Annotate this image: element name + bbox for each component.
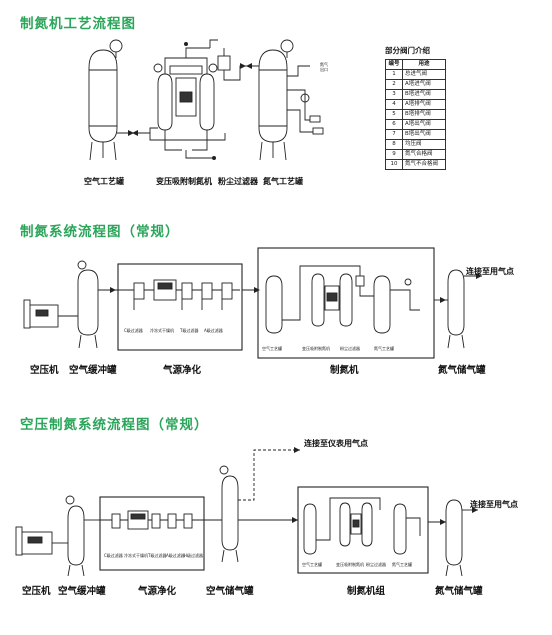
section-title-3: 空压制氮系统流程图（常规）: [20, 417, 209, 433]
nitrogen-process-tank-label: 氮气工艺罐: [263, 177, 303, 186]
h-filter-label-3: H级过滤器: [184, 553, 204, 558]
compressor-label-3: 空压机: [22, 586, 51, 597]
t-filter-label-3: T级过滤器: [148, 553, 167, 558]
nitrogen-storage-label-2: 氮气储气罐: [438, 365, 486, 376]
to-use-point-label-2: 连接至用气点: [466, 267, 514, 276]
inner-n2-tank-label-3: 氮气工艺罐: [392, 562, 412, 567]
inner-dust-filter-label-3: 粉尘过滤器: [366, 562, 386, 567]
t-filter-label-2: T级过滤器: [180, 328, 199, 333]
to-use-point-label-3: 连接至用气点: [470, 500, 518, 509]
air-purification-label-3: 气源净化: [138, 586, 177, 597]
nitrogen-unit-label-3: 制氮机组: [347, 586, 386, 597]
buffer-tank-label-2: 空气缓冲罐: [69, 365, 117, 376]
inner-dust-filter-label-2: 粉尘过滤器: [340, 346, 360, 351]
nitrogen-storage-label-3: 氮气储气罐: [435, 586, 483, 597]
inner-air-tank-label-3: 空气工艺罐: [302, 562, 322, 567]
section-title-1: 制氮机工艺流程图: [20, 16, 136, 32]
valve-usage: 氮气不合格阀: [402, 159, 446, 170]
dust-filter-label: 粉尘过滤器: [218, 177, 258, 186]
c-filter-label-2: C级过滤器: [124, 328, 143, 333]
dryer-label-3: 冷冻式干燥机: [124, 553, 148, 558]
nitrogen-label: 氮气: [320, 62, 328, 67]
inner-psa-label-3: 变压吸附制氮机: [336, 562, 364, 567]
dryer-label-2: 冷冻式干燥机: [150, 328, 174, 333]
a-filter-label-2: A级过滤器: [204, 328, 223, 333]
valve-table-title: 部分阀门介绍: [385, 46, 430, 55]
nitrogen-generator-label-2: 制氮机: [330, 365, 359, 376]
compressor-label-2: 空压机: [30, 365, 59, 376]
air-process-tank-label: 空气工艺罐: [84, 177, 124, 186]
inner-psa-label-2: 变压吸附制氮机: [302, 346, 330, 351]
section-title-2: 制氮系统流程图（常规）: [20, 224, 180, 240]
psa-generator-label: 变压吸附制氮机: [156, 177, 212, 186]
buffer-tank-label-3: 空气缓冲罐: [58, 586, 106, 597]
inner-n2-tank-label-2: 氮气工艺罐: [374, 346, 394, 351]
to-instrument-use-point-label-3: 连接至仪表用气点: [304, 439, 368, 448]
air-purification-label-2: 气源净化: [163, 365, 202, 376]
outlet-label: 出口: [320, 67, 328, 72]
air-storage-tank-label-3: 空气储气罐: [206, 586, 254, 597]
a-filter-label-3: A级过滤器: [166, 553, 185, 558]
inner-air-tank-label-2: 空气工艺罐: [262, 346, 282, 351]
c-filter-label-3: C级过滤器: [104, 553, 123, 558]
